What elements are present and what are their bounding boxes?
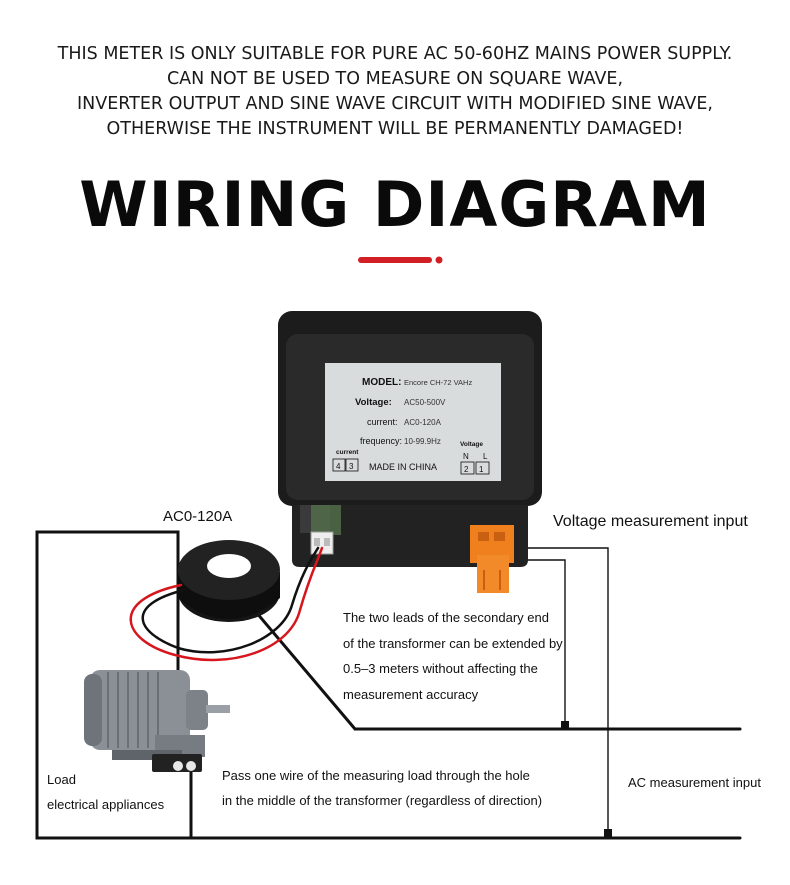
transformer-note-line-3: 0.5–3 meters without affecting the (343, 661, 538, 676)
plate-terminal-4: 4 (336, 462, 341, 471)
electrical-appliances-label: electrical appliances (47, 797, 165, 812)
plate-voltage-value: AC50-500V (404, 398, 446, 407)
load-label: Load (47, 772, 76, 787)
wire-through-hole (248, 603, 357, 731)
warning-notice: THIS METER IS ONLY SUITABLE FOR PURE AC … (0, 42, 790, 142)
transformer-note-line-4: measurement accuracy (343, 686, 479, 702)
plate-model-label: MODEL: (362, 377, 401, 388)
transformer-note: The two leads of the secondary end of th… (343, 605, 563, 707)
voltage-terminal-block (470, 525, 514, 593)
transformer-note-line-1: The two leads of the secondary end (343, 610, 549, 625)
plate-current-terminal-label: current (336, 449, 359, 456)
instruction-text: Pass one wire of the measuring load thro… (222, 763, 542, 813)
plate-voltage-terminal-label: Voltage (460, 441, 483, 448)
title-divider (358, 256, 443, 264)
plate-current-value: AC0-120A (404, 418, 442, 427)
junction-lower (604, 829, 612, 837)
ac-input-label: AC measurement input (628, 775, 761, 790)
plate-voltage-label: Voltage: (355, 397, 392, 408)
wire-through-ct (35, 530, 194, 840)
warning-line-4: OTHERWISE THE INSTRUMENT WILL BE PERMANE… (106, 119, 684, 139)
plate-terminal-2: 2 (464, 465, 469, 474)
plate-pin-n: N (463, 452, 469, 461)
mains-wires (35, 530, 742, 840)
warning-line-2: CAN NOT BE USED TO MEASURE ON SQUARE WAV… (166, 69, 624, 89)
ct-range-label: AC0-120A (163, 508, 233, 525)
junction-upper (561, 721, 569, 729)
plate-current-label: current: (367, 417, 398, 427)
voltage-input-label: Voltage measurement input (553, 513, 748, 530)
plate-pin-l: L (483, 452, 488, 461)
warning-line-3: INVERTER OUTPUT AND SINE WAVE CIRCUIT WI… (77, 94, 713, 114)
instruction-line-1: Pass one wire of the measuring load thro… (222, 768, 530, 783)
meter-label-plate: MODEL: Encore CH-72 VAHz Voltage: AC50-5… (325, 363, 501, 481)
ct-leads (129, 546, 324, 662)
warning-line-1: THIS METER IS ONLY SUITABLE FOR PURE AC … (57, 44, 733, 64)
plate-frequency-value: 10-99.9Hz (404, 437, 441, 446)
motor-illustration (84, 670, 230, 772)
plate-frequency-label: frequency: (360, 436, 402, 446)
transformer-note-line-2: of the transformer can be extended by (343, 635, 563, 651)
page-title: WIRING DIAGRAM (79, 168, 711, 241)
plate-terminal-1: 1 (479, 465, 484, 474)
plate-terminal-3: 3 (349, 462, 354, 471)
current-transformer (178, 540, 280, 622)
plate-made-in: MADE IN CHINA (369, 462, 437, 472)
instruction-line-2: in the middle of the transformer (regard… (222, 793, 543, 808)
plate-model-value: Encore CH-72 VAHz (404, 378, 472, 387)
